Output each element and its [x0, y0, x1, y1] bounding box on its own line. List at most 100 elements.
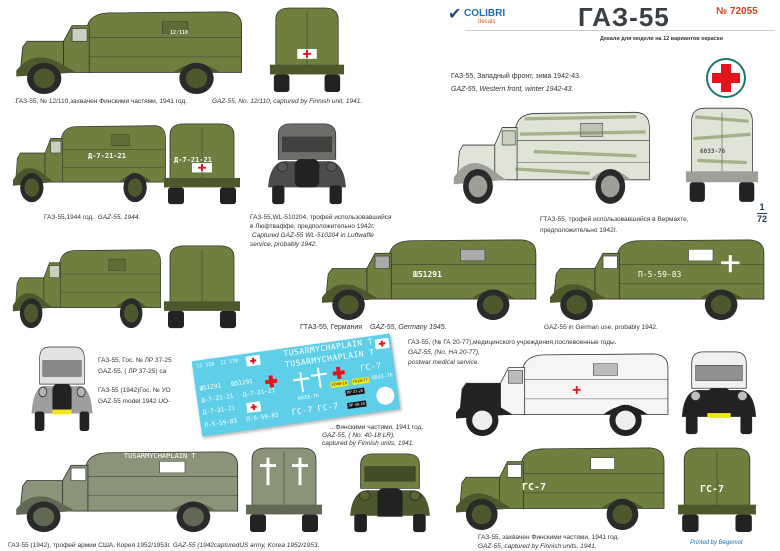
marking-number: 12/110	[170, 30, 189, 36]
caption-winter-en: GAZ-55, Western front, winter 1942-43.	[451, 86, 574, 93]
truck-side-view-green	[10, 246, 165, 330]
body-window	[688, 249, 714, 262]
vehicle-part	[198, 164, 206, 172]
decal-1221: Д-7-21-21	[242, 386, 276, 399]
caption-gs7-en: GAZ-55, captured by Finnish units, 1941.	[478, 543, 597, 550]
cab-window	[70, 467, 87, 481]
right-wheels	[220, 187, 236, 205]
truck-side-view-12-110: 12/110	[12, 8, 248, 96]
vehicle-part	[338, 295, 359, 315]
vehicle-part	[124, 303, 139, 323]
truck-rear-view-korea	[244, 446, 324, 534]
vehicle-part	[615, 410, 636, 431]
cab-window	[50, 140, 62, 154]
decal-1221: Д-7-21-21	[202, 404, 236, 417]
vehicle-drawing	[164, 123, 240, 205]
caption-1944: ГАЗ-55,1944 год. GAZ-55, 1944.	[44, 213, 140, 222]
logo-subtext: decals	[478, 19, 496, 25]
vehicle-drawing	[322, 239, 537, 321]
caption-gs7-ru: ГАЗ-55, захвачен Финскими частями, 1941 …	[478, 534, 620, 541]
right-wheel	[329, 185, 342, 205]
left-wheels	[250, 514, 266, 533]
caption-medical-en2: postwar medical service.	[408, 359, 480, 366]
scale-bar	[757, 213, 767, 214]
cab-window	[501, 130, 516, 146]
caption-german-use: GAZ-55 in German use, probably 1942.	[544, 324, 658, 331]
scale-numerator: 1	[759, 202, 765, 212]
decal-12-110: 12 110	[196, 361, 215, 370]
decal-white-circle	[375, 385, 396, 406]
left-wheels	[273, 74, 290, 93]
license-plate	[707, 413, 731, 418]
truck-side-view-medical: +	[452, 350, 674, 438]
bird-logo-icon: ✔	[448, 6, 462, 23]
vehicle-part	[164, 178, 240, 188]
headlight	[325, 161, 338, 172]
windshield	[282, 136, 332, 153]
windshield	[695, 365, 743, 381]
caption-luftwaffe-en1: Captured GAZ-55 WL-510204 in Luftwaffe	[252, 232, 374, 239]
caption-winter-ru: ГАЗ-55, Западный фронт, зима 1942-43.	[451, 73, 581, 80]
vehicle-part	[693, 115, 751, 165]
marking-chaplain: TUSARMYCHAPLAIN T	[124, 452, 196, 460]
decal-p559: П-5-59-83	[204, 417, 238, 430]
decal-lr3725-plate: ЛР 37-25	[345, 387, 365, 397]
vehicle-part	[24, 303, 39, 323]
truck-rear-view-1944: Д-7-21-21	[162, 122, 242, 206]
cab-window	[49, 265, 60, 279]
truck-front-view-luftwaffe	[266, 122, 348, 206]
headlight	[276, 161, 289, 172]
vehicle-part	[468, 175, 488, 198]
caption-luftwaffe-ru1: ГАЗ-55,WL-510204, трофей использовавшийс…	[250, 214, 392, 221]
left-wheels	[168, 187, 184, 205]
headlight	[690, 390, 701, 402]
decal-wl: Ш51291	[230, 378, 254, 388]
vehicle-drawing	[268, 123, 346, 205]
vehicle-drawing	[685, 107, 759, 202]
caption-1944-ru: ГАЗ-55,1944 год.	[44, 214, 95, 221]
vehicle-part	[182, 507, 204, 527]
body	[388, 239, 537, 300]
scale-label: 1 72	[757, 203, 767, 224]
truck-rear-view-green	[162, 244, 242, 330]
decal-gs7: ГС-7	[316, 401, 340, 414]
truck-rear-view-winter: 6033-76	[684, 106, 760, 204]
vehicle-part	[246, 504, 322, 515]
marking-number: Д-7-21-21	[174, 156, 212, 164]
headlight	[737, 390, 748, 402]
vehicle-part	[260, 457, 308, 486]
logo-text: COLIBRI	[464, 8, 506, 19]
body-window	[111, 134, 130, 146]
caption-lr3725-ru: ГАЗ-55, Гос. № ЛР 37-25	[98, 357, 172, 364]
vehicle-part	[482, 295, 504, 315]
vehicle-part	[164, 301, 240, 311]
decal-lr4018-plate: ЛР 40-18	[347, 400, 367, 410]
right-wheels	[302, 514, 318, 533]
grille	[52, 384, 72, 414]
decal-red-cross-icon	[264, 375, 278, 389]
body	[60, 125, 166, 183]
truck-front-view-uo	[30, 345, 94, 433]
caption-4018-en2: captured by Finnish units, 1941.	[322, 440, 415, 447]
colibri-logo: ✔ COLIBRI decals	[448, 6, 528, 28]
body	[520, 447, 665, 509]
vehicle-drawing	[16, 451, 239, 533]
caption-uo-en: GAZ-55 model 1942 UO-	[98, 398, 171, 405]
body-window	[159, 461, 186, 474]
marking-gs7: ГС-7	[522, 482, 547, 493]
body	[59, 249, 162, 308]
caption-4018-ru: ...Финскими частями, 1941 год.	[330, 424, 424, 431]
cab-window	[71, 28, 88, 42]
marking-gs7: ГС-7	[700, 484, 725, 495]
left-wheel	[354, 513, 367, 533]
cab-window	[508, 370, 523, 384]
vehicle-drawing	[31, 346, 93, 432]
left-wheels	[682, 514, 699, 533]
left-wheel	[34, 411, 45, 432]
decal-ga-plate: ГА20-77	[351, 376, 370, 386]
license-plate	[52, 409, 72, 415]
body	[616, 239, 765, 300]
truck-front-view-medical	[680, 350, 758, 436]
vehicle-drawing	[456, 353, 669, 437]
vehicle-part	[678, 504, 756, 515]
